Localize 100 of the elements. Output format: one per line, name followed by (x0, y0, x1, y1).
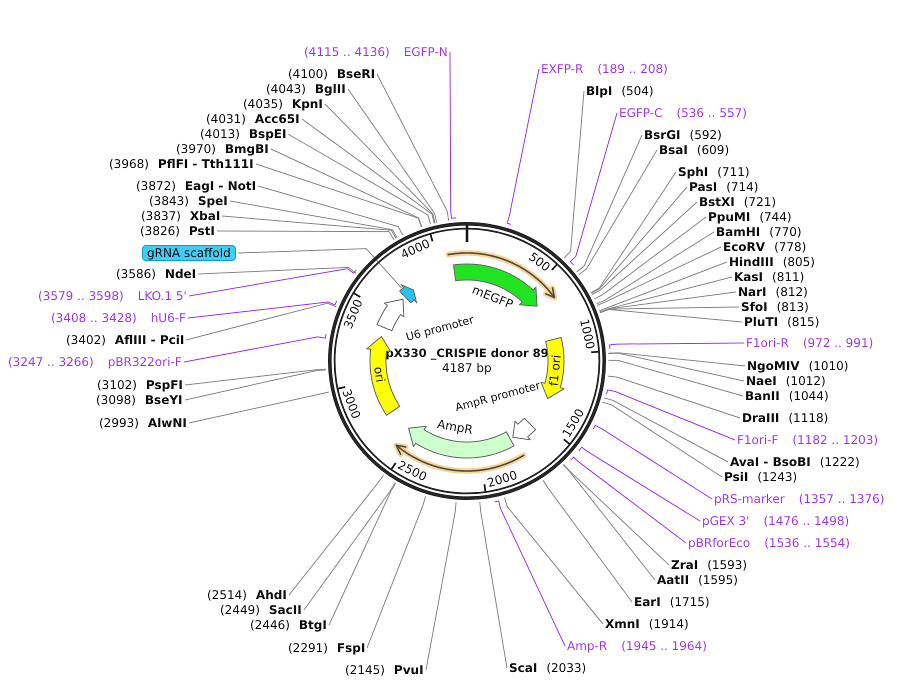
leader-line (591, 202, 698, 295)
cut-position: (1595) (698, 573, 738, 587)
leader-line (563, 464, 670, 566)
leader-line (238, 248, 402, 289)
enzyme-name: AlwNI (148, 416, 187, 430)
primer-range: (3579 .. 3598) (38, 289, 124, 303)
enzyme-name: ZraI (671, 558, 698, 572)
enzyme-name: FspI (336, 641, 366, 655)
enzyme-name: AatII (657, 573, 690, 587)
leader-line (230, 200, 398, 238)
position-tick-label: 2000 (485, 468, 519, 490)
primer-name: F1ori-F (737, 433, 778, 447)
primer-range: (1357 .. 1376) (798, 492, 884, 506)
primer-range: (536 .. 557) (676, 106, 747, 120)
position-tick-label: 2500 (395, 458, 429, 484)
leader-line (592, 424, 712, 500)
cut-position: (2145) (345, 663, 385, 677)
position-tick-label: 3500 (340, 298, 366, 332)
enzyme-name: BanII (745, 389, 780, 403)
primer-name: hU6-F (150, 311, 186, 325)
enzyme-name: KasI (734, 270, 764, 284)
enzyme-name: PvuI (394, 663, 424, 677)
leader-line (599, 292, 736, 313)
feature-label: mEGFP (470, 283, 515, 312)
cut-position: (2514) (207, 588, 247, 602)
enzyme-name: PasI (689, 180, 718, 194)
leader-line (348, 88, 438, 224)
cut-position: (3872) (136, 179, 176, 193)
leader-line (596, 246, 722, 306)
leader-line (270, 148, 422, 228)
position-tick-label: 500 (526, 249, 554, 274)
leader-line (324, 104, 436, 224)
enzyme-name: BspEI (248, 127, 286, 141)
enzyme-name: EarI (634, 595, 661, 609)
enzyme-name: PspFI (146, 378, 183, 392)
leader-line (602, 402, 722, 478)
enzyme-name: SpeI (198, 194, 228, 208)
leader-line (608, 352, 746, 366)
enzyme-name: EcoRV (723, 240, 766, 254)
plasmid-backbone-ring (328, 222, 606, 500)
enzyme-name: BseYI (144, 393, 182, 407)
cut-position: (3837) (141, 209, 181, 223)
cut-position: (1010) (808, 359, 848, 373)
leader-line (600, 309, 742, 322)
enzyme-name: BmgBI (224, 142, 269, 156)
enzyme-name: BseRI (336, 67, 376, 81)
enzyme-name: PsiI (724, 470, 748, 484)
leader-line (426, 502, 457, 670)
leader-line (288, 474, 384, 596)
leader-line (599, 276, 732, 312)
leader-line (188, 392, 330, 424)
leader-line (184, 370, 326, 400)
cut-position: (1593) (707, 558, 748, 572)
leader-line (506, 68, 540, 225)
cut-position: (4100) (288, 67, 328, 81)
primer-name: EXFP-R (541, 62, 584, 76)
cut-position: (3970) (176, 142, 216, 156)
leader-line (608, 360, 744, 396)
leader-line (450, 52, 456, 219)
leader-line (608, 352, 744, 382)
leader-line (479, 501, 508, 668)
enzyme-name: XbaI (190, 209, 220, 223)
primer-name: EGFP-C (619, 106, 662, 120)
enzyme-name: PpuMI (708, 210, 750, 224)
leader-line (578, 446, 700, 522)
enzyme-name: BsaI (659, 143, 688, 157)
cut-position: (2291) (288, 641, 328, 655)
cut-position: (504) (621, 84, 654, 98)
primer-name: F1ori-R (746, 336, 789, 350)
cut-position: (3402) (66, 333, 106, 347)
feature-label: ori (371, 366, 387, 384)
leader-line (578, 150, 658, 276)
enzyme-name: AvaI - BsoBI (730, 455, 811, 469)
cut-position: (813) (776, 300, 809, 314)
primer-range: (1536 .. 1554) (764, 536, 850, 550)
position-tick-label: 4000 (398, 236, 432, 262)
feature-label: f1 ori (548, 354, 564, 387)
cut-position: (1012) (786, 374, 826, 388)
enzyme-name: Acc65I (254, 112, 300, 126)
enzyme-name: BglII (314, 82, 346, 96)
cut-position: (2446) (250, 618, 290, 632)
primer-range: (189 .. 208) (597, 62, 668, 76)
leader-line (376, 74, 450, 222)
leader-line (598, 262, 728, 312)
enzyme-name: XmnI (605, 617, 640, 631)
cut-position: (812) (776, 285, 808, 299)
cut-position: (2449) (220, 603, 260, 617)
enzyme-name: PluTI (744, 315, 778, 329)
cut-position: (1118) (788, 411, 828, 425)
leader-line (188, 268, 357, 296)
enzyme-name: BsrGI (644, 128, 681, 142)
leader-line (562, 464, 656, 580)
feature-name-tag: gRNA scaffold (142, 245, 236, 261)
leader-line (542, 480, 632, 602)
enzyme-name: HindIII (729, 255, 774, 269)
cut-position: (4035) (243, 97, 283, 111)
leader-line (216, 230, 394, 240)
enzyme-name: AflIII - PciI (114, 333, 184, 347)
leader-line (609, 342, 744, 350)
enzyme-name: EagI - NotI (184, 179, 256, 193)
